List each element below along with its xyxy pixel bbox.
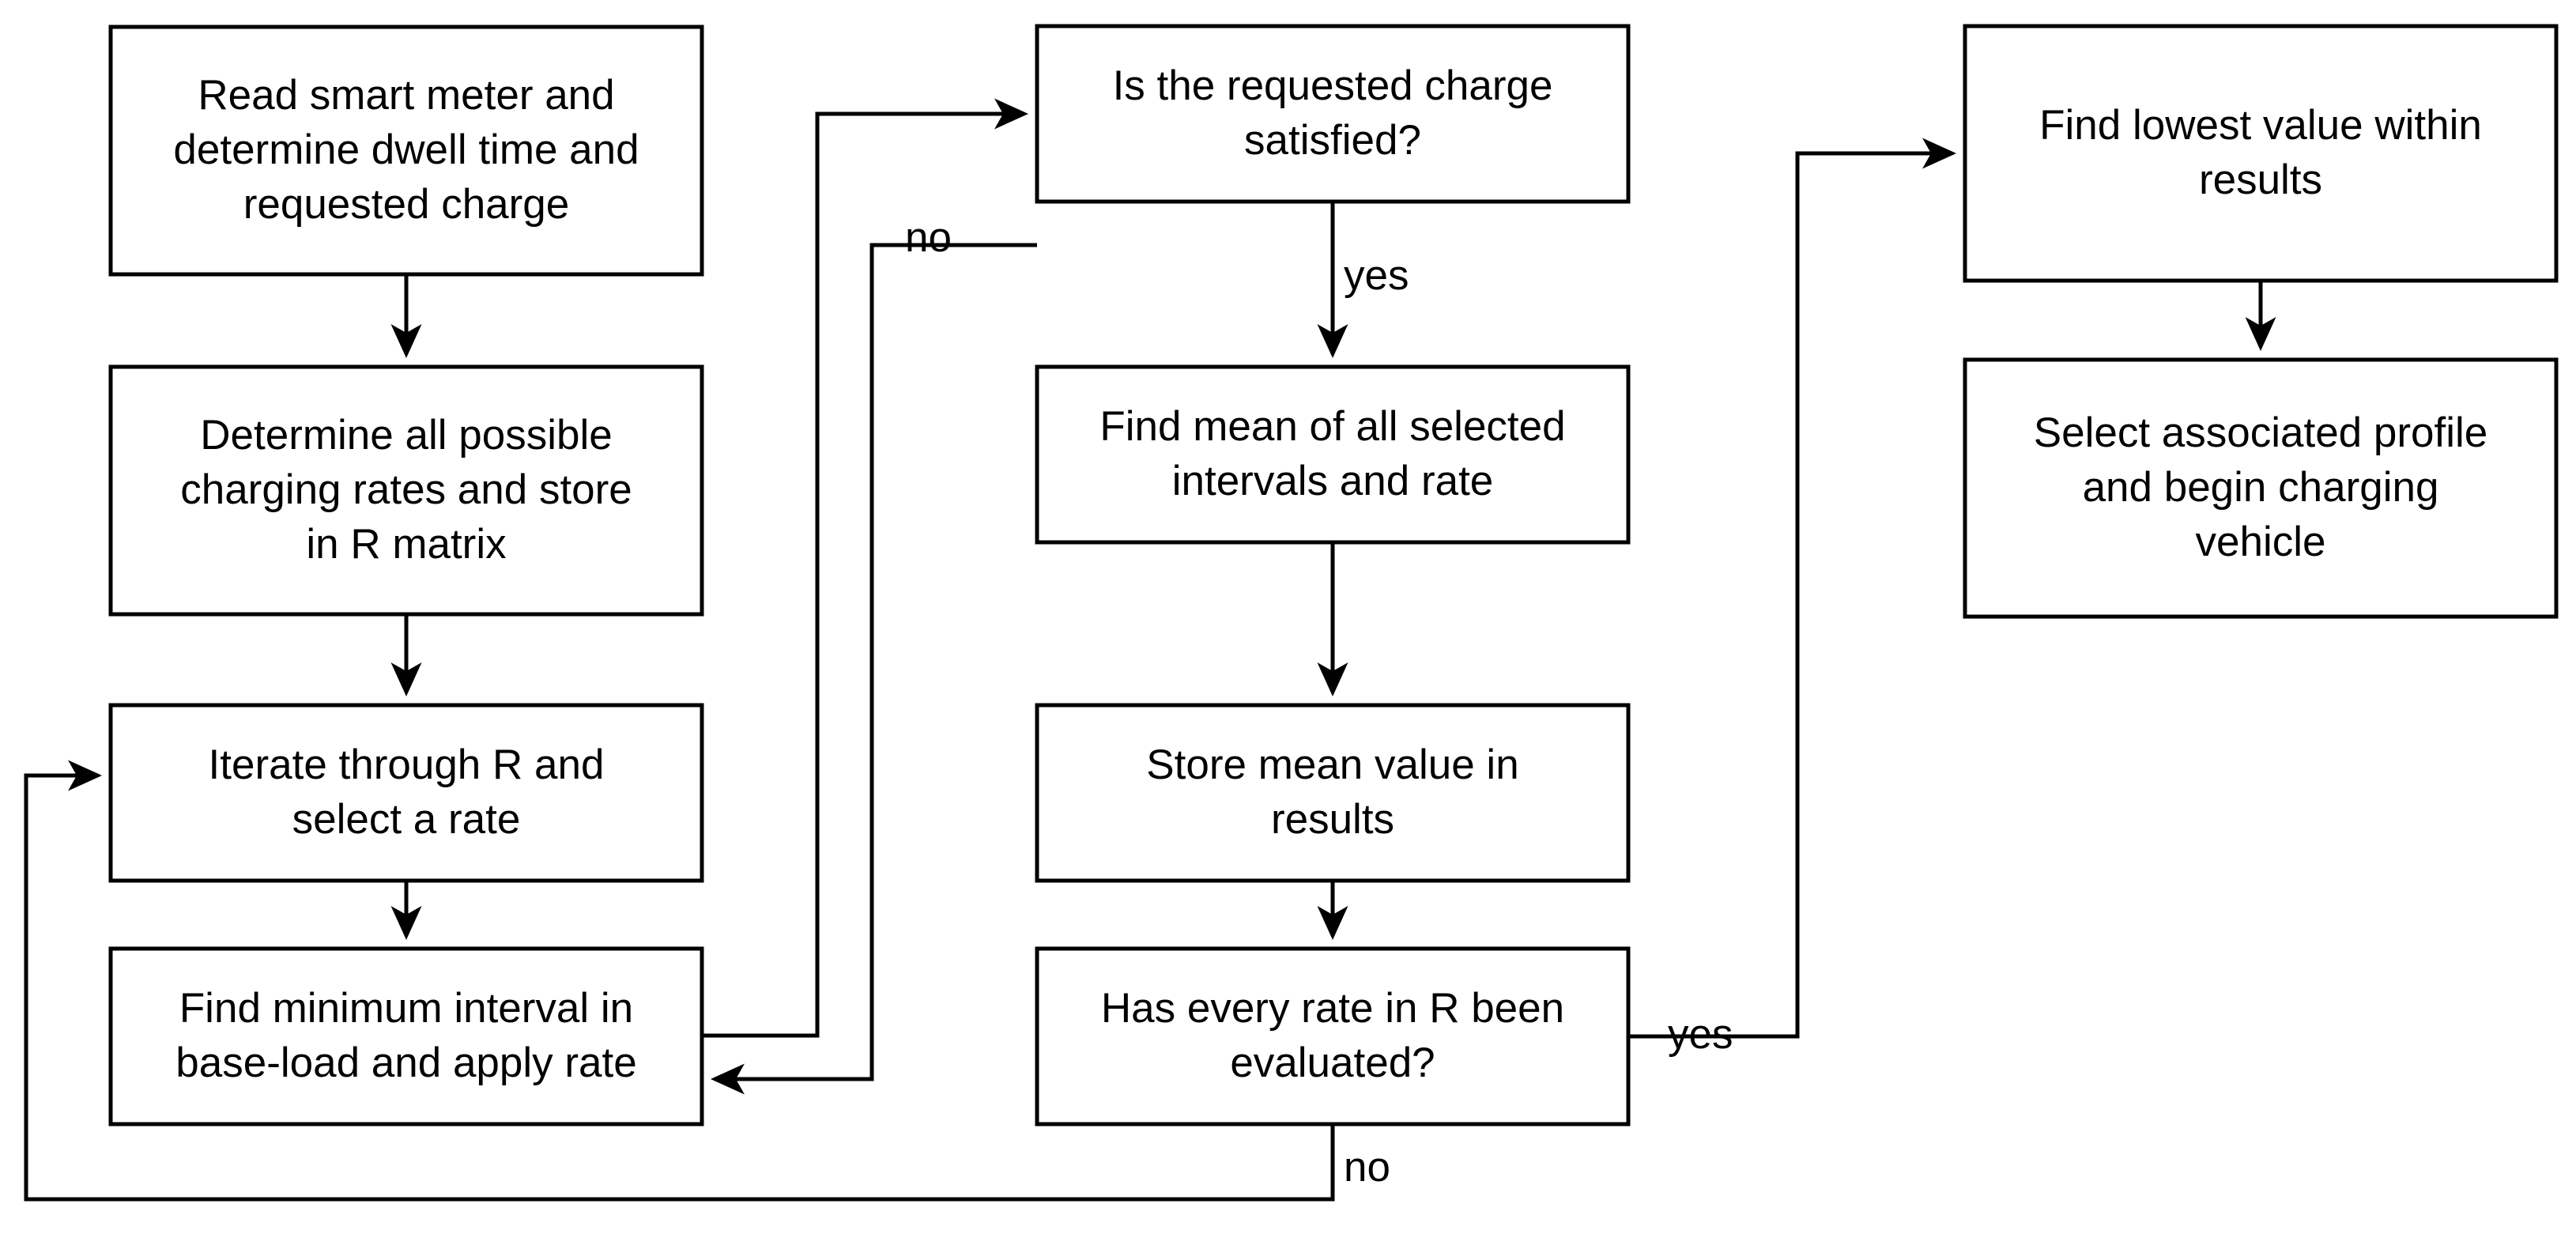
edge-label-no-rates-remaining: no (1344, 1144, 1390, 1191)
edge-ischarge-no-to-findmin (710, 243, 1037, 1095)
edge-label-no-charge-not-satisfied: no (905, 214, 952, 261)
node-label-store-mean: Store mean value in results (1146, 742, 1519, 843)
node-read-smart-meter (108, 25, 704, 277)
node-find-minimum-interval (108, 946, 704, 1126)
node-label-find-mean: Find mean of all selected intervals and … (1099, 403, 1566, 504)
node-iterate-select-rate (108, 703, 704, 883)
edge-label-yes-all-rates-evaluated: yes (1668, 1011, 1733, 1058)
node-label-iterate-select-rate: Iterate through R and select a rate (208, 742, 605, 843)
node-select-profile (1963, 357, 2559, 619)
node-label-has-every-rate: Has every rate in R been evaluated? (1100, 985, 1565, 1086)
node-label-find-lowest-value: Find lowest value within results (2039, 102, 2482, 203)
edge-label-yes-charge-satisfied: yes (1344, 252, 1409, 299)
node-find-mean (1035, 364, 1631, 545)
node-has-every-rate (1035, 946, 1631, 1126)
edge-hasevery-yes-to-findlowest (1628, 138, 1957, 1039)
node-label-determine-rates: Determine all possible charging rates an… (180, 412, 632, 568)
edge-findmin-to-ischarge (702, 98, 1029, 1038)
node-determine-rates (108, 364, 704, 617)
node-label-is-charge-satisfied: Is the requested charge satisfied? (1112, 62, 1553, 164)
node-label-read-smart-meter: Read smart meter and determine dwell tim… (173, 72, 639, 228)
edge-hasevery-no-to-iterate (24, 760, 1335, 1202)
node-label-select-profile: Select associated profile and begin char… (2033, 409, 2488, 565)
node-label-find-minimum-interval: Find minimum interval in base-load and a… (175, 985, 637, 1086)
